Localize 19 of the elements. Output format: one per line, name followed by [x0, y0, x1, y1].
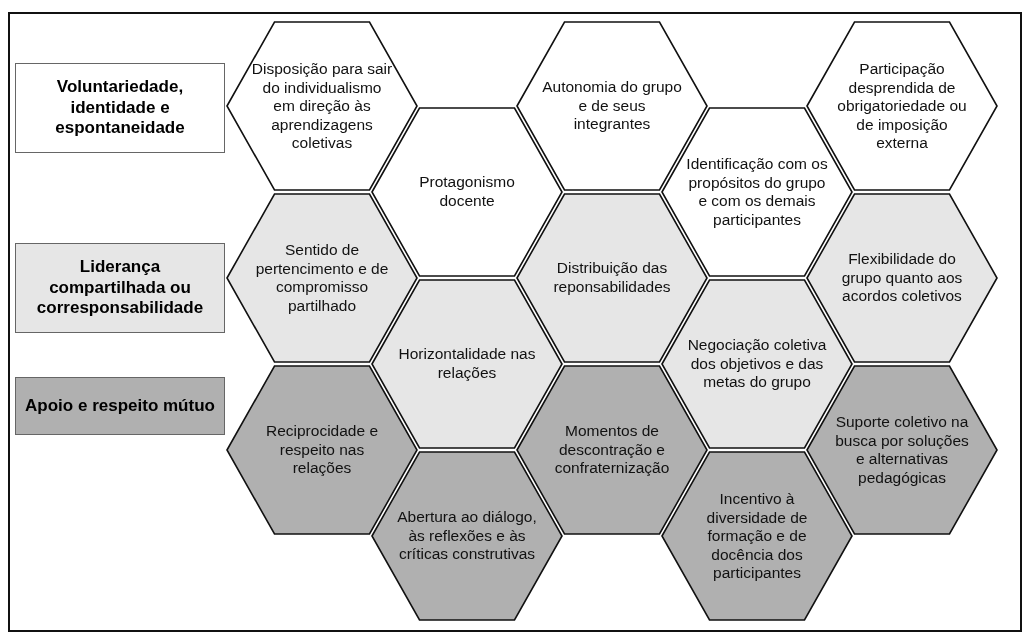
hexagon-tile — [227, 22, 417, 190]
hexagon-text: Negociação coletiva dos objetivos e das metas do grupo — [686, 336, 828, 392]
hexagon-text: Identificação com os propósitos do grupo e com os demais participantes — [686, 154, 828, 230]
hexagon-text: Protagonismo docente — [418, 173, 516, 211]
hexagon-text: Disposição para sair do individualismo em direção às aprendizagens coletivas — [251, 59, 393, 153]
legend-box: Liderança compartilhada ou corresponsabilidade — [15, 243, 225, 333]
legend-box: Apoio e respeito mútuo — [15, 377, 225, 435]
hexagon-text: Suporte coletivo na busca por soluções e alternativas pedagógicas — [834, 412, 970, 488]
hexagon-text: Momentos de descontração e confraternização — [553, 422, 671, 478]
hexagon-text: Flexibilidade do grupo quanto aos acordos coletivos — [840, 250, 964, 306]
hexagon-text: Abertura ao diálogo, às reflexões e às críticas construtivas — [396, 508, 538, 564]
hexagon-text: Horizontalidade nas relações — [397, 345, 537, 383]
hexagon-text: Distribuição das reponsabilidades — [552, 259, 672, 297]
hexagon-text: Reciprocidade e respeito nas relações — [265, 422, 379, 478]
hexagon-text: Sentido de pertencimento e de compromisso partilhado — [254, 240, 390, 316]
legend-box: Voluntariedade, identidade e espontaneidade — [15, 63, 225, 153]
hexagon-text: Participação desprendida de obrigatoriedade ou de imposição externa — [836, 59, 968, 153]
hexagon-text: Autonomia do grupo e de seus integrantes — [541, 78, 683, 134]
hexagon-text: Incentivo à diversidade de formação e de docência dos participantes — [705, 489, 809, 583]
